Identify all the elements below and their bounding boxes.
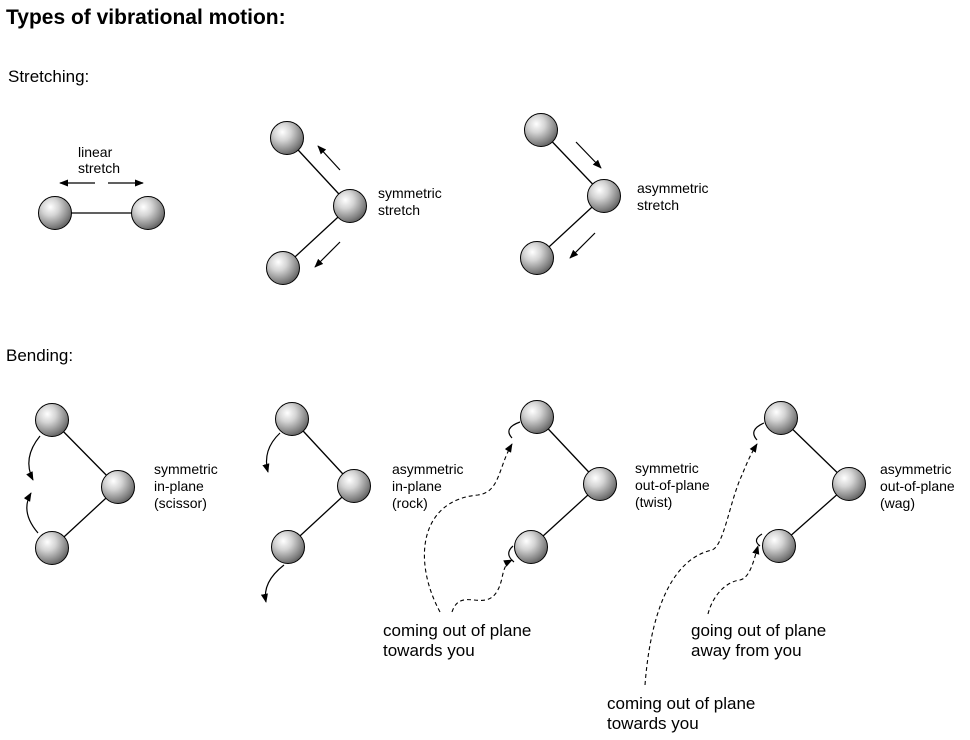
note-towards-2-line1: coming out of plane bbox=[607, 694, 755, 713]
wag-label-line2: out-of-plane bbox=[880, 478, 955, 494]
dashed-leader-away bbox=[707, 545, 760, 615]
up-left-arrow bbox=[317, 145, 341, 171]
twist-label-line2: out-of-plane bbox=[635, 477, 710, 493]
atom bbox=[520, 400, 554, 434]
rock-label-line1: asymmetric bbox=[392, 461, 464, 477]
atom bbox=[35, 403, 69, 437]
atom bbox=[275, 402, 309, 436]
linear-stretch-label-line1: linear bbox=[78, 144, 113, 160]
note-towards-1-line1: coming out of plane bbox=[383, 621, 531, 640]
symmetric-stretch-label-line1: symmetric bbox=[378, 185, 442, 201]
twist-label-line1: symmetric bbox=[635, 460, 699, 476]
stretching-heading: Stretching: bbox=[8, 67, 89, 86]
asymmetric-stretch-label-line2: stretch bbox=[637, 197, 679, 213]
atom bbox=[266, 251, 300, 285]
atom bbox=[38, 196, 72, 230]
curved-arrow-down bbox=[262, 432, 281, 473]
scissor-molecule bbox=[23, 403, 135, 565]
atom bbox=[101, 470, 135, 504]
twist-molecule bbox=[508, 400, 617, 564]
atom bbox=[587, 179, 621, 213]
atom bbox=[514, 530, 548, 564]
atom bbox=[337, 469, 371, 503]
atom bbox=[762, 529, 796, 563]
atom bbox=[764, 401, 798, 435]
curved-arrow-down bbox=[26, 435, 41, 481]
rock-molecule bbox=[260, 402, 371, 603]
atom bbox=[832, 467, 866, 501]
rock-label-line3: (rock) bbox=[392, 495, 428, 511]
wag-label-line3: (wag) bbox=[880, 495, 915, 511]
wag-loop-bottom bbox=[755, 533, 763, 547]
twist-loop-top bbox=[508, 421, 521, 439]
note-away-line1: going out of plane bbox=[691, 621, 826, 640]
linear-stretch-label-line2: stretch bbox=[78, 160, 120, 176]
dashed-leader-top bbox=[423, 443, 513, 613]
bending-heading: Bending: bbox=[6, 346, 73, 365]
down-right-arrow bbox=[575, 141, 602, 169]
wag-loop-top bbox=[753, 422, 765, 441]
atom bbox=[333, 189, 367, 223]
atom bbox=[524, 113, 558, 147]
rock-label-line2: in-plane bbox=[392, 478, 442, 494]
wag-molecule bbox=[753, 401, 866, 563]
asymmetric-stretch-label-line1: asymmetric bbox=[637, 180, 709, 196]
note-towards-1-line2: towards you bbox=[383, 641, 475, 660]
curved-arrow-up bbox=[23, 492, 39, 534]
note-towards-2-line2: towards you bbox=[607, 714, 699, 733]
scissor-label-line2: in-plane bbox=[154, 478, 204, 494]
wag-label-line1: asymmetric bbox=[880, 461, 952, 477]
dashed-leader-bottom bbox=[451, 559, 513, 613]
atom bbox=[271, 530, 305, 564]
note-away-line2: away from you bbox=[691, 641, 802, 660]
down-left-arrow bbox=[569, 232, 596, 259]
twist-label-line3: (twist) bbox=[635, 494, 672, 510]
symmetric-stretch-molecule bbox=[266, 121, 367, 285]
twist-loop-bottom bbox=[508, 545, 515, 563]
atom bbox=[583, 467, 617, 501]
scissor-label-line1: symmetric bbox=[154, 461, 218, 477]
atom bbox=[520, 241, 554, 275]
down-left-arrow bbox=[314, 241, 341, 268]
page-title: Types of vibrational motion: bbox=[6, 6, 286, 29]
asymmetric-stretch-molecule bbox=[520, 113, 621, 275]
atom bbox=[131, 196, 165, 230]
scissor-label-line3: (scissor) bbox=[154, 495, 207, 511]
linear-stretch-molecule bbox=[38, 179, 165, 230]
symmetric-stretch-label-line2: stretch bbox=[378, 202, 420, 218]
atom bbox=[270, 121, 304, 155]
atom bbox=[35, 531, 69, 565]
dashed-leader-towards bbox=[644, 443, 758, 686]
curved-arrow-down bbox=[260, 564, 285, 603]
